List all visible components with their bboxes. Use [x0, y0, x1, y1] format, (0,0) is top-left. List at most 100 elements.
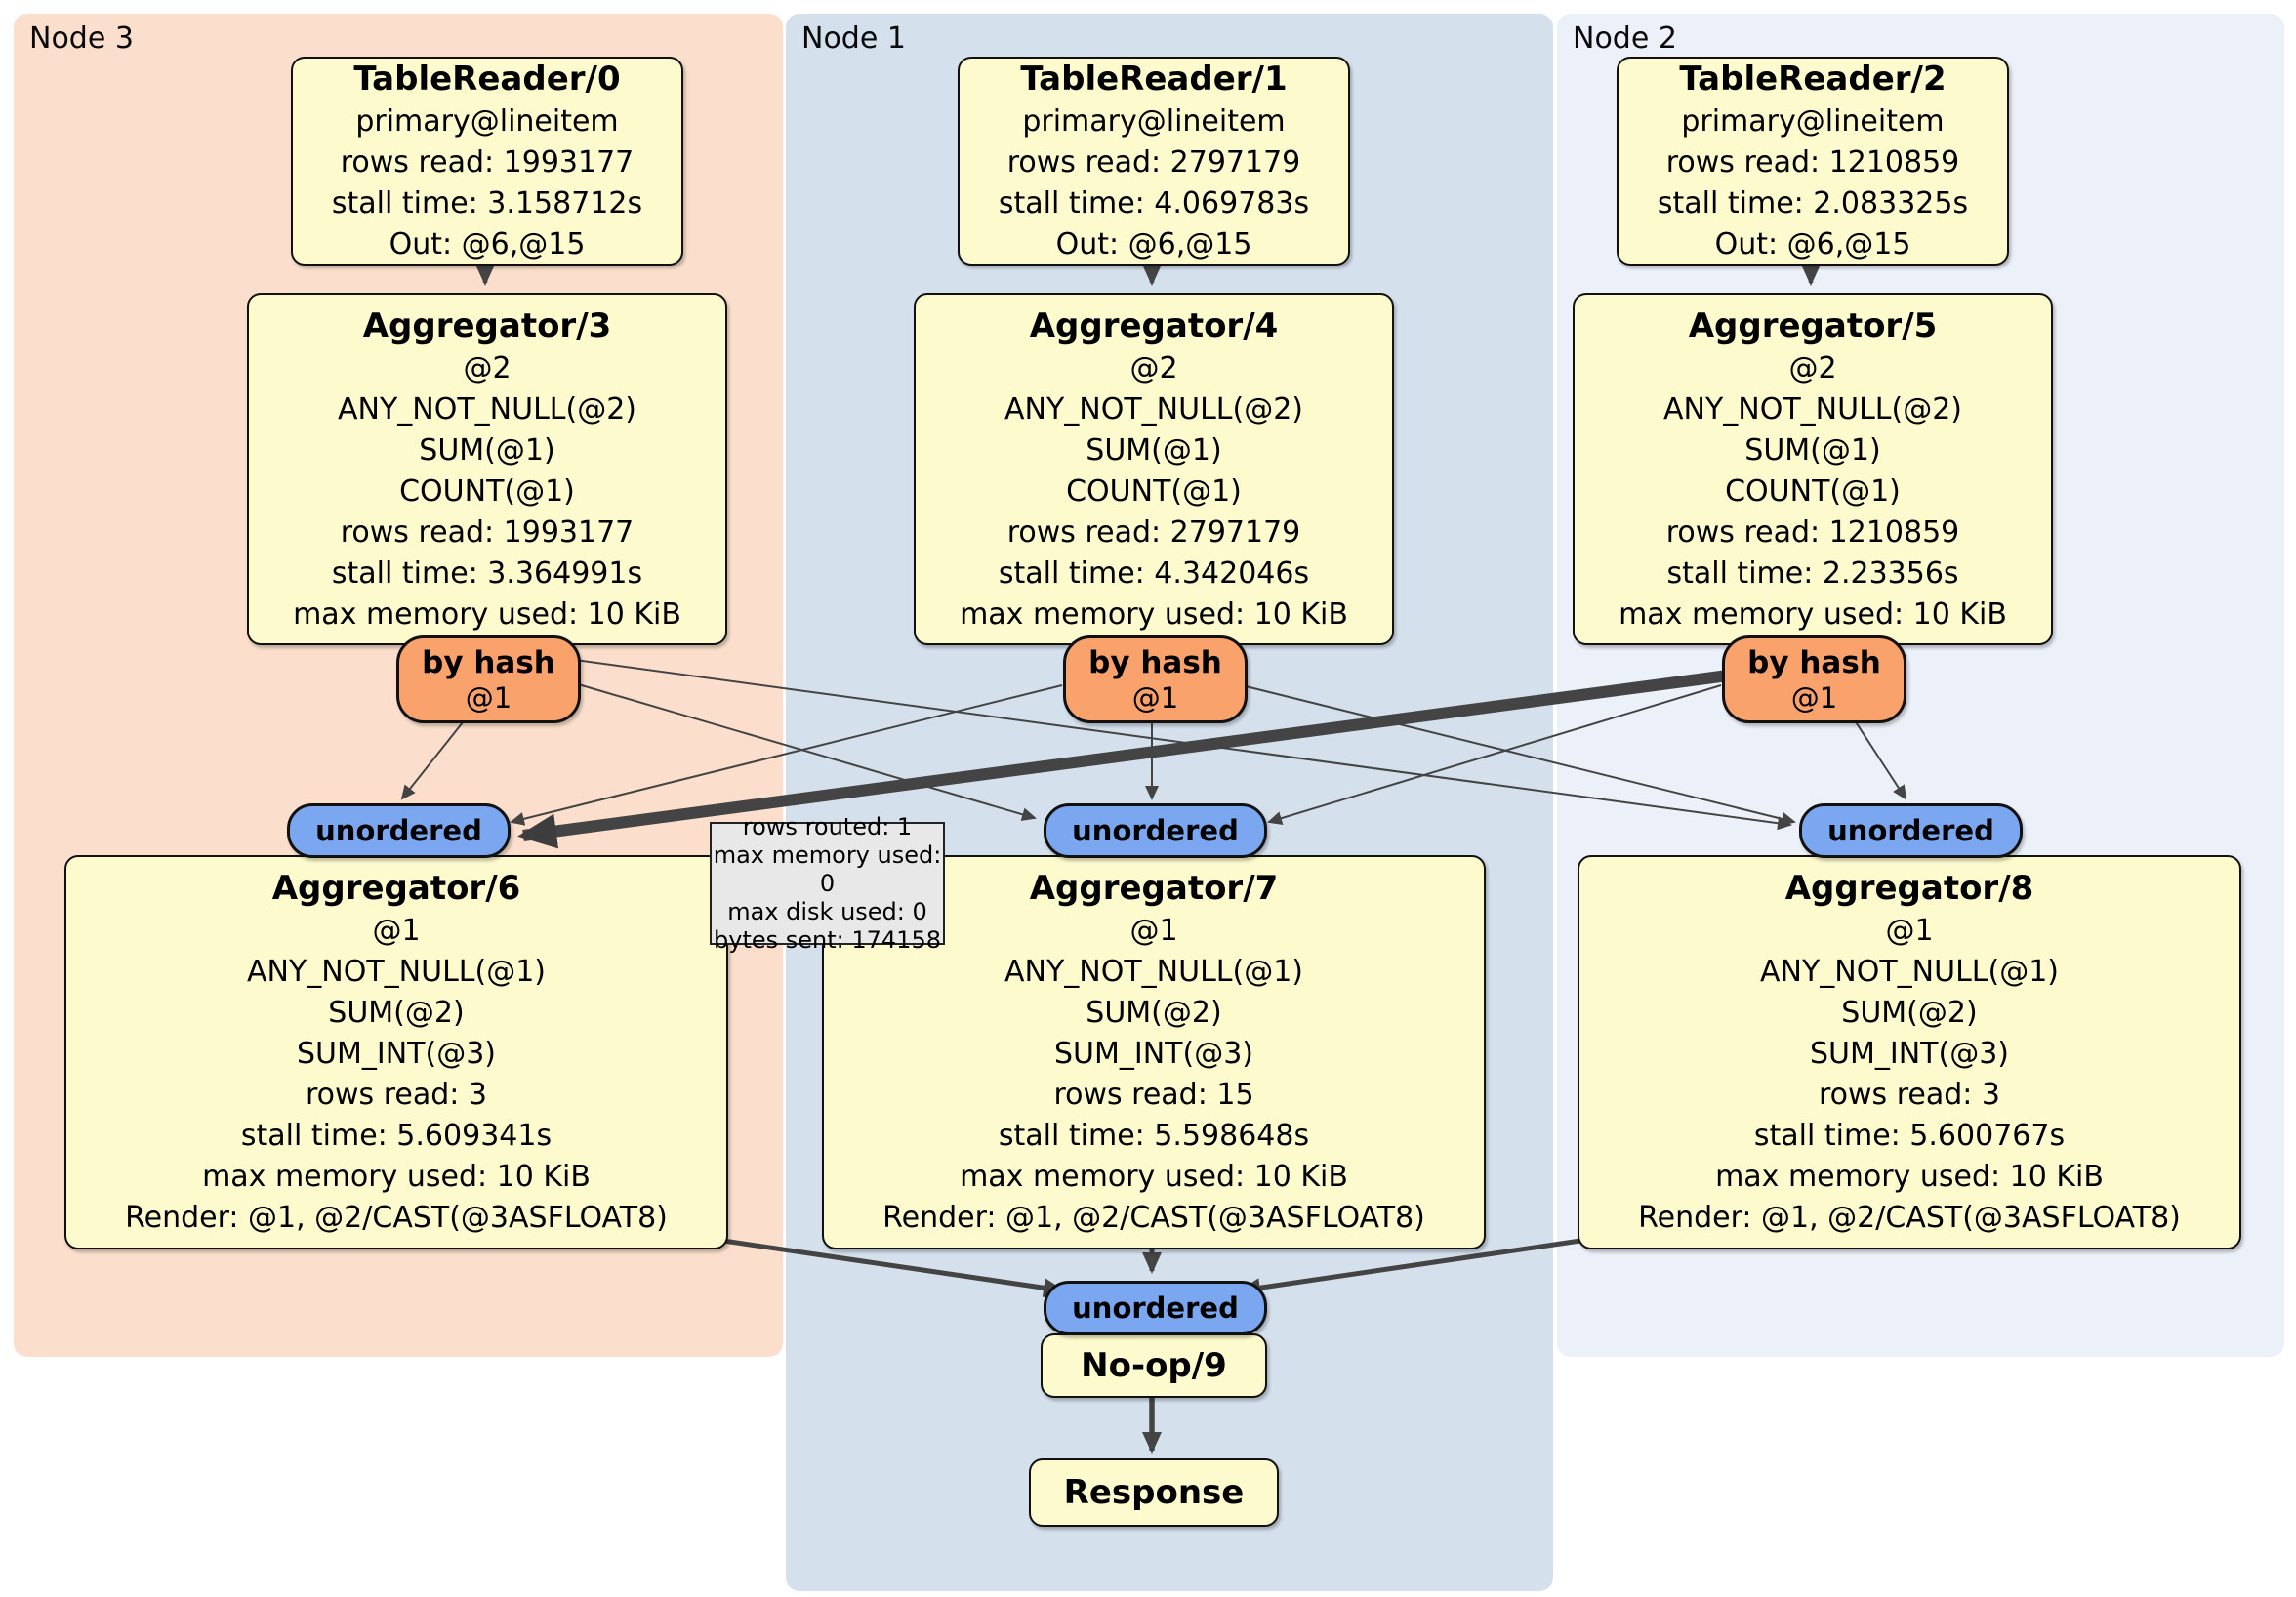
node-stat-line: stall time: 3.364991s [331, 555, 643, 591]
node-aggregator-6: Aggregator/6 @1 ANY_NOT_NULL(@1) SUM(@2)… [64, 855, 728, 1249]
node-stat-line: max memory used: 10 KiB [960, 1160, 1348, 1194]
node-stat-line: @1 [1885, 914, 1934, 948]
node-stat-line: rows read: 15 [1053, 1078, 1254, 1112]
node-stat-line: @2 [1129, 350, 1178, 386]
router-label: by hash [422, 645, 555, 680]
region-label-node-1: Node 1 [801, 21, 906, 56]
node-stat-line: rows read: 1993177 [340, 145, 635, 180]
node-title: Aggregator/8 [1784, 869, 2034, 908]
node-stat-line: SUM_INT(@3) [1054, 1037, 1253, 1071]
router-label: by hash [1088, 645, 1222, 680]
node-stat-line: max memory used: 10 KiB [202, 1160, 591, 1194]
node-title: Aggregator/3 [362, 306, 612, 346]
node-stat-line: SUM(@2) [1841, 996, 1978, 1030]
router-key: @1 [465, 681, 512, 715]
edge-stats-tooltip: rows routed: 1 max memory used: 0 max di… [710, 813, 945, 954]
tooltip-line: bytes sent: 174158 [714, 925, 941, 954]
stream-unordered-node1: unordered [1044, 803, 1267, 858]
node-stat-line: max memory used: 10 KiB [960, 596, 1348, 632]
node-aggregator-8: Aggregator/8 @1 ANY_NOT_NULL(@1) SUM(@2)… [1578, 855, 2241, 1249]
node-tablereader-0: TableReader/0 primary@lineitem rows read… [291, 57, 683, 266]
node-stat-line: @1 [1129, 914, 1178, 948]
node-stat-line: ANY_NOT_NULL(@2) [1004, 391, 1303, 427]
router-by-hash-node2: by hash @1 [1722, 635, 1906, 723]
node-stat-line: rows read: 1993177 [340, 514, 635, 550]
node-stat-line: rows read: 1210859 [1665, 145, 1960, 180]
stream-label: unordered [315, 814, 482, 847]
node-stat-line: COUNT(@1) [399, 473, 575, 509]
router-key: @1 [1790, 681, 1838, 715]
node-stat-line: SUM_INT(@3) [1810, 1037, 2009, 1071]
node-stat-line: SUM(@1) [1744, 432, 1881, 468]
node-stat-line: SUM(@1) [1086, 432, 1222, 468]
node-stat-line: COUNT(@1) [1066, 473, 1242, 509]
stream-unordered-node2: unordered [1799, 803, 2023, 858]
router-key: @1 [1131, 681, 1179, 715]
router-by-hash-node3: by hash @1 [396, 635, 581, 723]
node-stat-line: ANY_NOT_NULL(@2) [1663, 391, 1962, 427]
node-stat-line: SUM(@1) [419, 432, 555, 468]
node-stat-line: stall time: 5.609341s [240, 1119, 553, 1153]
node-stat-line: SUM_INT(@3) [297, 1037, 496, 1071]
node-stat-line: SUM(@2) [1086, 996, 1222, 1030]
node-stat-line: rows read: 3 [1818, 1078, 2001, 1112]
node-stat-line: Render: @1, @2/CAST(@3ASFLOAT8) [125, 1201, 668, 1235]
node-aggregator-5: Aggregator/5 @2 ANY_NOT_NULL(@2) SUM(@1)… [1573, 293, 2053, 645]
node-stat-line: rows read: 2797179 [1006, 514, 1301, 550]
stream-label: unordered [1827, 814, 1994, 847]
node-stat-line: ANY_NOT_NULL(@1) [1004, 955, 1303, 989]
node-stat-line: Render: @1, @2/CAST(@3ASFLOAT8) [882, 1201, 1425, 1235]
node-stat-line: @2 [1788, 350, 1837, 386]
node-stat-line: stall time: 4.069783s [998, 186, 1310, 221]
node-tablereader-1: TableReader/1 primary@lineitem rows read… [958, 57, 1350, 266]
node-stat-line: primary@lineitem [355, 104, 619, 139]
node-stat-line: stall time: 4.342046s [998, 555, 1310, 591]
node-stat-line: COUNT(@1) [1725, 473, 1901, 509]
node-title: Aggregator/4 [1029, 306, 1279, 346]
router-label: by hash [1747, 645, 1881, 680]
node-stat-line: max memory used: 10 KiB [1619, 596, 2007, 632]
node-aggregator-4: Aggregator/4 @2 ANY_NOT_NULL(@2) SUM(@1)… [914, 293, 1394, 645]
node-stat-line: ANY_NOT_NULL(@2) [338, 391, 636, 427]
node-stat-line: rows read: 2797179 [1006, 145, 1301, 180]
tooltip-line: rows routed: 1 [742, 812, 913, 840]
node-stat-line: rows read: 3 [305, 1078, 488, 1112]
node-stat-line: ANY_NOT_NULL(@1) [247, 955, 546, 989]
region-label-node-2: Node 2 [1573, 21, 1677, 56]
stream-unordered-final: unordered [1044, 1281, 1267, 1335]
node-stat-line: stall time: 5.598648s [998, 1119, 1310, 1153]
node-title: TableReader/0 [353, 60, 621, 99]
node-tablereader-2: TableReader/2 primary@lineitem rows read… [1617, 57, 2009, 266]
node-stat-line: primary@lineitem [1022, 104, 1286, 139]
node-title: Aggregator/6 [271, 869, 521, 908]
node-stat-line: stall time: 2.23356s [1666, 555, 1959, 591]
node-stat-line: @1 [372, 914, 421, 948]
tooltip-line: max disk used: 0 [727, 897, 927, 925]
node-aggregator-3: Aggregator/3 @2 ANY_NOT_NULL(@2) SUM(@1)… [247, 293, 727, 645]
node-noop-9: No-op/9 [1041, 1333, 1267, 1398]
node-stat-line: stall time: 3.158712s [331, 186, 643, 221]
node-response: Response [1029, 1458, 1279, 1527]
node-title: TableReader/1 [1020, 60, 1288, 99]
node-title: Aggregator/7 [1029, 869, 1279, 908]
node-stat-line: @2 [463, 350, 512, 386]
tooltip-line: max memory used: 0 [713, 840, 942, 897]
node-title: TableReader/2 [1679, 60, 1947, 99]
stream-label: unordered [1072, 814, 1239, 847]
node-stat-line: max memory used: 10 KiB [1715, 1160, 2104, 1194]
stream-unordered-node3: unordered [287, 803, 511, 858]
node-title: No-op/9 [1081, 1346, 1227, 1385]
node-stat-line: Render: @1, @2/CAST(@3ASFLOAT8) [1638, 1201, 2181, 1235]
region-label-node-3: Node 3 [29, 21, 134, 56]
node-stat-line: ANY_NOT_NULL(@1) [1760, 955, 2059, 989]
node-stat-line: Out: @6,@15 [1055, 227, 1252, 262]
node-title: Aggregator/5 [1688, 306, 1938, 346]
node-stat-line: max memory used: 10 KiB [293, 596, 681, 632]
node-stat-line: SUM(@2) [328, 996, 465, 1030]
node-stat-line: stall time: 2.083325s [1657, 186, 1969, 221]
node-stat-line: stall time: 5.600767s [1753, 1119, 2066, 1153]
node-title: Response [1063, 1473, 1245, 1512]
node-stat-line: rows read: 1210859 [1665, 514, 1960, 550]
node-stat-line: Out: @6,@15 [389, 227, 586, 262]
